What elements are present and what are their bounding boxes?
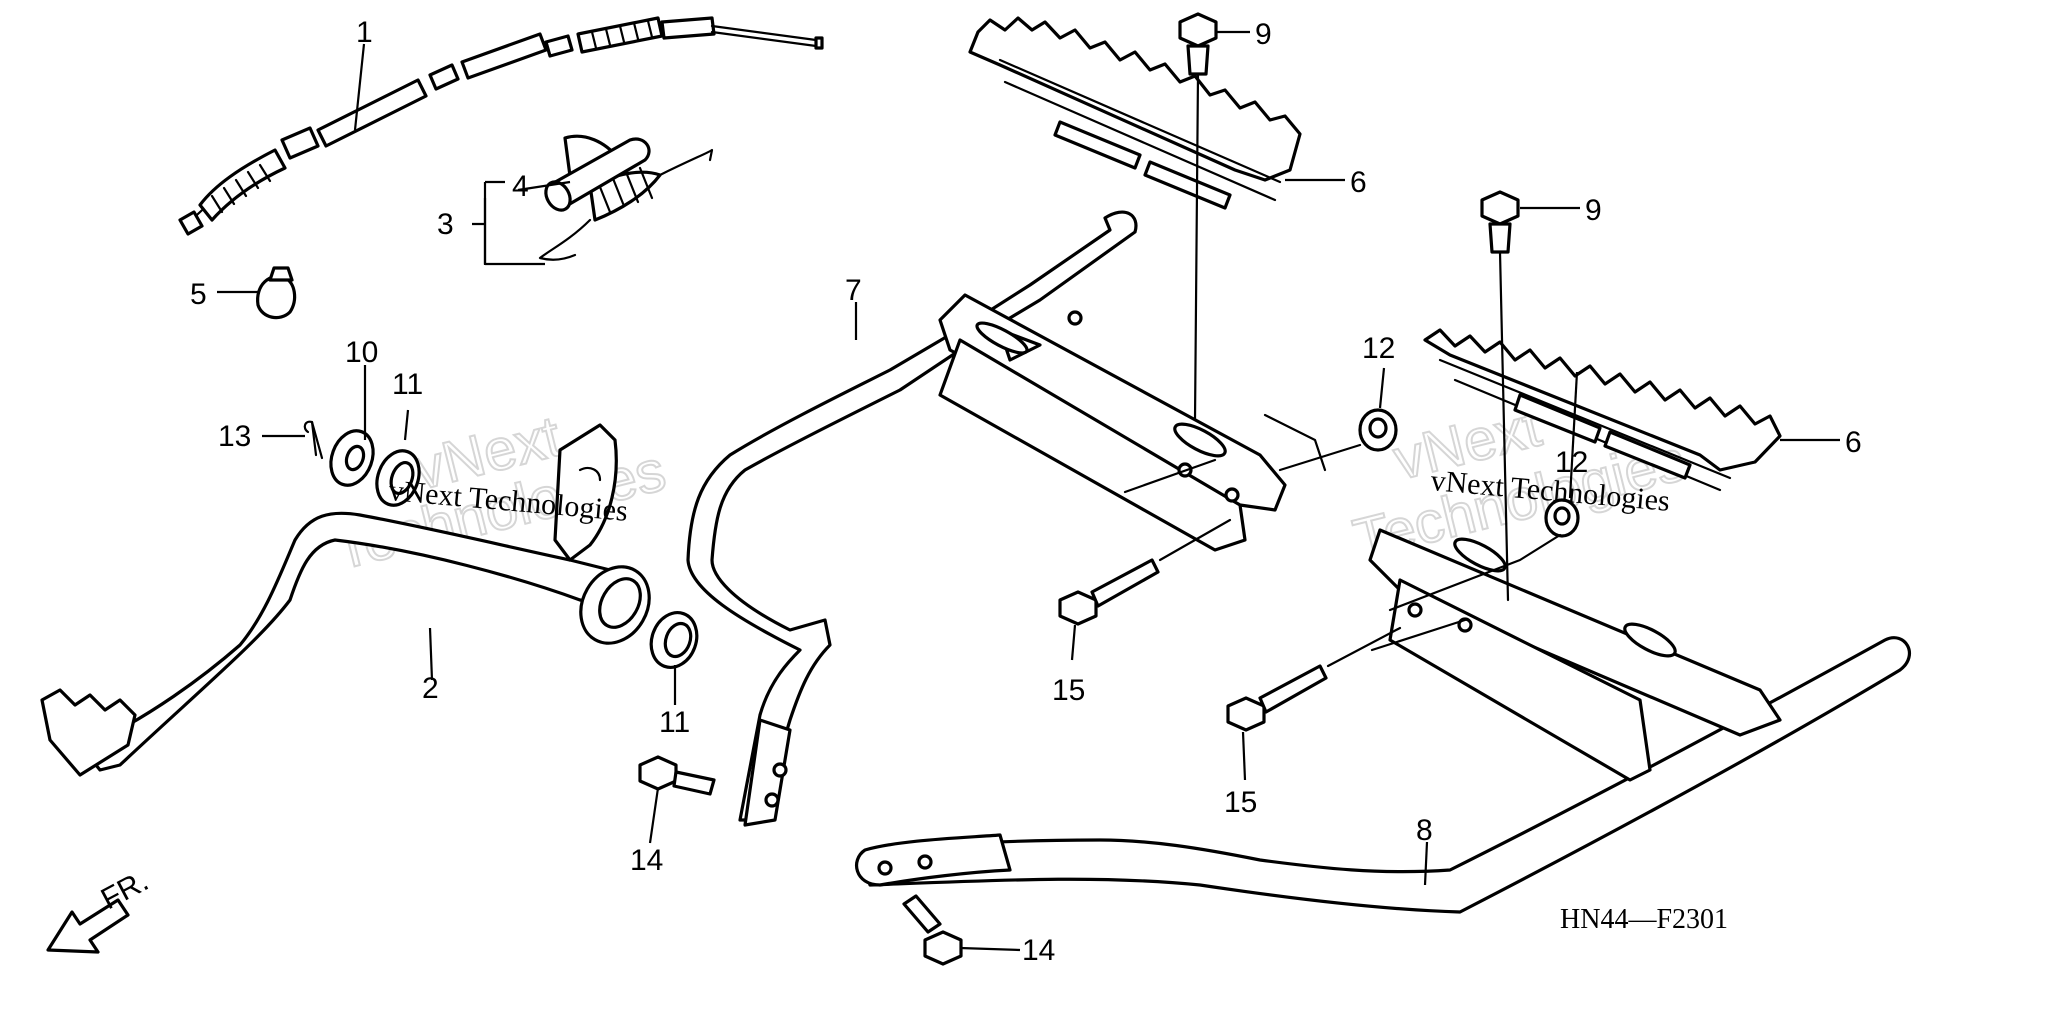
callout-15-right: 15 bbox=[1224, 786, 1257, 819]
callout-6-lower: 6 bbox=[1845, 426, 1862, 459]
callout-14-left: 14 bbox=[630, 844, 663, 877]
drawing-code: HN44—F2301 bbox=[1560, 904, 1728, 935]
brake-spring-sleeve bbox=[544, 137, 651, 212]
callout-9-upper: 9 bbox=[1255, 18, 1272, 51]
footpeg-upper bbox=[968, 16, 1302, 210]
brake-cable bbox=[178, 16, 824, 236]
footpeg-lower bbox=[1423, 328, 1782, 492]
flange-nut-upper bbox=[1358, 408, 1398, 452]
callout-7: 7 bbox=[845, 274, 862, 307]
callout-6-upper: 6 bbox=[1350, 166, 1367, 199]
left-footrest-bracket bbox=[686, 210, 1287, 827]
callout-14-bottom: 14 bbox=[1022, 934, 1055, 967]
flange-bolt-upper bbox=[1178, 12, 1218, 422]
long-bolt-left bbox=[1058, 518, 1232, 626]
dust-seal-upper bbox=[375, 449, 421, 507]
callout-9-lower: 9 bbox=[1585, 194, 1602, 227]
callouts: 1 2 3 4 5 6 6 7 8 9 9 10 11 11 12 12 13 … bbox=[190, 16, 1862, 967]
washer bbox=[329, 429, 375, 487]
callout-11-lower: 11 bbox=[659, 706, 690, 739]
callout-12-upper: 12 bbox=[1362, 332, 1395, 365]
callout-15-left: 15 bbox=[1052, 674, 1085, 707]
callout-4: 4 bbox=[512, 170, 529, 203]
callout-10: 10 bbox=[345, 336, 378, 369]
callout-13: 13 bbox=[218, 420, 251, 453]
alignment-lines bbox=[1123, 413, 1562, 652]
callout-3: 3 bbox=[437, 208, 454, 241]
front-direction-indicator: FR. bbox=[46, 864, 154, 954]
brake-pedal bbox=[40, 423, 651, 777]
grommet bbox=[256, 266, 297, 320]
callout-8: 8 bbox=[1416, 814, 1433, 847]
flange-nut-lower bbox=[1544, 498, 1580, 538]
bolt-lower-left bbox=[638, 755, 716, 796]
callout-12-lower: 12 bbox=[1555, 446, 1588, 479]
flange-bolt-lower bbox=[1480, 190, 1520, 602]
long-bolt-right bbox=[1226, 626, 1402, 732]
leader-lines bbox=[217, 30, 1840, 952]
bolt-bottom-center bbox=[902, 894, 963, 966]
callout-2: 2 bbox=[422, 672, 439, 705]
cotter-pin bbox=[303, 420, 324, 460]
right-footrest-bracket bbox=[855, 528, 1912, 914]
callout-11-upper: 11 bbox=[392, 368, 423, 401]
callout-1: 1 bbox=[356, 16, 373, 49]
dust-seal-lower bbox=[649, 611, 699, 669]
callout-5: 5 bbox=[190, 278, 207, 311]
